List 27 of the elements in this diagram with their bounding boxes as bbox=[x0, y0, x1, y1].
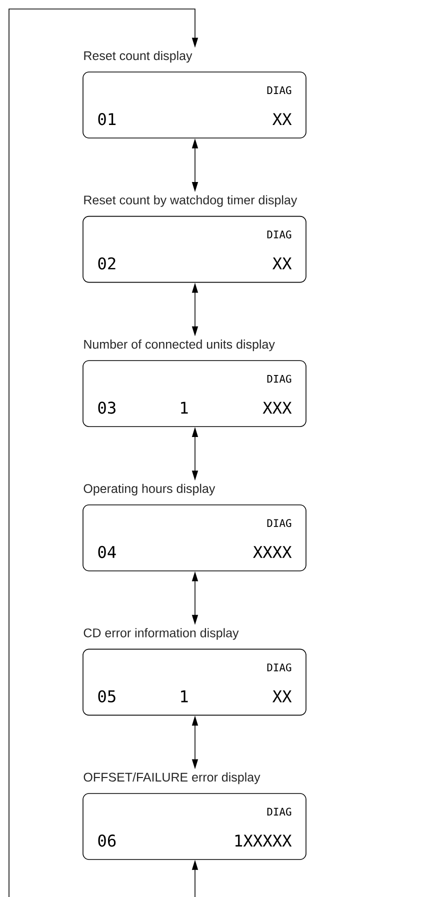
display-value: XXX bbox=[262, 402, 292, 414]
indicator-text: DIAG bbox=[267, 519, 292, 528]
display-value: XX bbox=[272, 113, 292, 125]
item-number: 06 bbox=[98, 834, 116, 847]
indicator-text: DIAG bbox=[267, 230, 292, 238]
indicator-text: DIAG bbox=[267, 374, 292, 383]
item-number: 01 bbox=[98, 113, 116, 126]
indicator-text: DIAG bbox=[267, 663, 292, 672]
display-value: XX bbox=[272, 258, 292, 270]
arrow bbox=[8, 8, 198, 897]
display-value: XX bbox=[272, 690, 292, 702]
display-value: 1XXXXX bbox=[235, 834, 292, 846]
display-heading: Reset count by watchdog timer display bbox=[84, 195, 298, 207]
display-heading: OFFSET/FAILURE error display bbox=[84, 772, 260, 784]
display-value: 1 bbox=[181, 402, 188, 414]
display-value: XXXX bbox=[253, 546, 292, 558]
indicator-text: DIAG bbox=[267, 808, 292, 816]
item-number: 05 bbox=[98, 690, 116, 702]
item-number: 04 bbox=[98, 546, 116, 558]
display-heading: CD error information display bbox=[84, 628, 239, 640]
display-heading: Number of connected units display bbox=[84, 340, 275, 352]
indicator-text: DIAG bbox=[267, 86, 292, 94]
display-heading: Operating hours display bbox=[84, 484, 216, 496]
display-heading: Reset count display bbox=[84, 50, 192, 63]
item-number: 02 bbox=[98, 257, 116, 270]
item-number: 03 bbox=[98, 402, 116, 414]
display-value: 1 bbox=[181, 690, 188, 702]
